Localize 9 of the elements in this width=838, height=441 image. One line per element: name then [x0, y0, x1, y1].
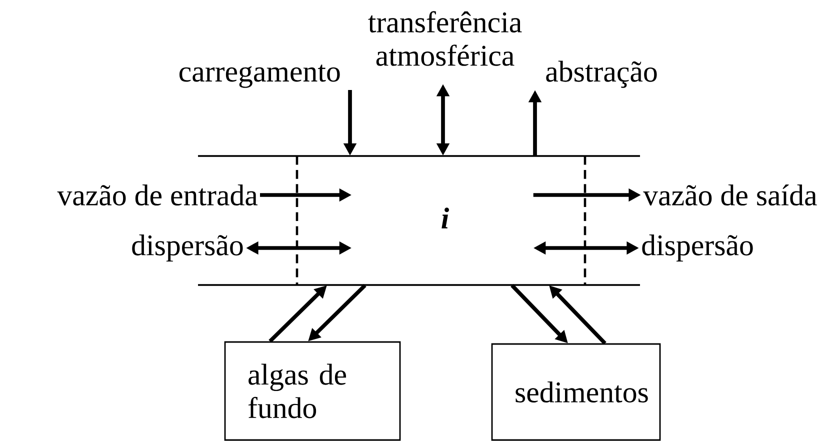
- flow-label: abstração: [546, 60, 657, 88]
- flow-label: vazão de saída: [643, 184, 817, 206]
- flow-label: vazão de entrada: [57, 184, 258, 206]
- flow-label: dispersão: [642, 234, 753, 262]
- compartment-box: algas de fundo: [224, 341, 401, 441]
- compartment-box: sedimentos: [491, 343, 661, 441]
- flow-label: dispersão: [132, 234, 243, 262]
- flow-label: carregamento: [179, 64, 340, 88]
- flow-label: transferência atmosférica: [368, 11, 522, 66]
